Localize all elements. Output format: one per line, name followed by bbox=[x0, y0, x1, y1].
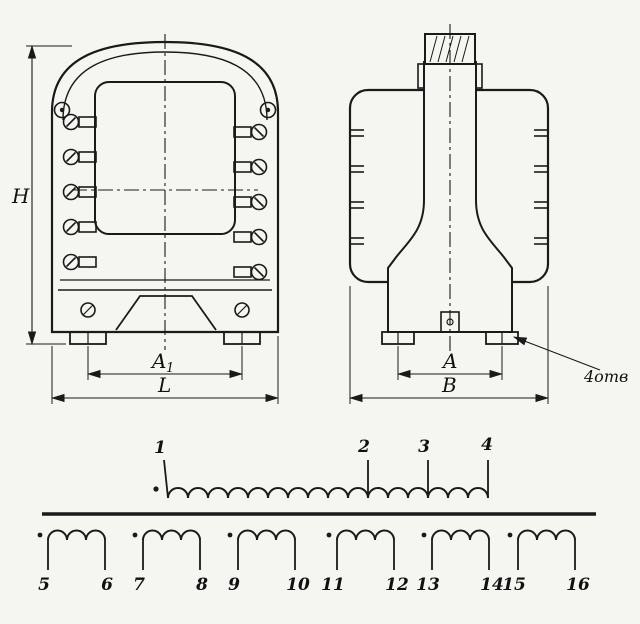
terminal-pin bbox=[62, 113, 97, 131]
pin-mark bbox=[350, 201, 365, 209]
dimension-l-label: L bbox=[157, 373, 171, 397]
terminal-pin bbox=[233, 193, 268, 211]
secondary-terminal-label: 14 bbox=[480, 575, 504, 595]
screw-slot-left bbox=[82, 304, 94, 316]
primary-terminal-label: 4 bbox=[481, 435, 493, 455]
dimension-a1-subscript: 1 bbox=[166, 361, 174, 376]
secondary-terminal-label: 16 bbox=[566, 575, 590, 595]
phase-dot bbox=[153, 486, 159, 492]
secondary-coil bbox=[506, 529, 576, 571]
terminal-pin bbox=[62, 148, 97, 166]
winding-schematic: 1 2 3 4 5 6 7 8 9 10 11 12 13 14 15 16 bbox=[36, 435, 596, 595]
bracket-screw-left bbox=[80, 302, 96, 318]
dimension-a1-label: A bbox=[150, 349, 166, 373]
dimension-h-label: H bbox=[11, 184, 30, 208]
secondary-terminal-label: 11 bbox=[321, 575, 345, 595]
primary-terminal-label: 2 bbox=[357, 437, 370, 457]
strap-eyelet-right bbox=[259, 101, 277, 119]
pin-mark bbox=[350, 237, 365, 245]
side-view: A B 4отв bbox=[348, 24, 628, 404]
dimension-b-label: B bbox=[441, 373, 457, 397]
dimension-h: H bbox=[11, 44, 72, 346]
secondary-coil bbox=[325, 529, 395, 571]
primary-terminal-label: 1 bbox=[154, 438, 166, 458]
terminal-pin bbox=[62, 253, 97, 271]
strap-rivet-right bbox=[265, 107, 271, 113]
primary-winding: 1 2 3 4 bbox=[153, 435, 493, 499]
holes-annotation: 4отв bbox=[512, 336, 628, 386]
terminal-pin bbox=[233, 228, 268, 246]
holes-note-label: 4отв bbox=[583, 367, 628, 386]
secondary-terminal-label: 10 bbox=[286, 575, 310, 595]
strap-rivet-left bbox=[59, 107, 65, 113]
front-view: H A 1 L bbox=[11, 34, 280, 404]
terminal-pins-left bbox=[62, 113, 97, 271]
strap-inner-line bbox=[62, 51, 268, 121]
pin-mark bbox=[533, 237, 548, 245]
secondary-coil bbox=[420, 529, 490, 571]
primary-coil bbox=[167, 487, 489, 499]
terminal-lead-1 bbox=[163, 459, 169, 499]
dimension-a: A bbox=[396, 346, 504, 380]
secondary-terminal-label: 13 bbox=[416, 575, 440, 595]
pin-mark bbox=[350, 129, 365, 137]
primary-terminal-label: 3 bbox=[418, 437, 430, 457]
secondary-terminal-label: 6 bbox=[101, 575, 113, 595]
bracket-screw-right bbox=[234, 302, 250, 318]
pin-mark bbox=[533, 129, 548, 137]
bracket-trapezoid bbox=[115, 295, 217, 331]
secondary-terminal-label: 12 bbox=[385, 575, 409, 595]
secondary-terminal-label: 15 bbox=[502, 575, 526, 595]
pin-mark bbox=[533, 165, 548, 173]
secondary-terminal-label: 9 bbox=[228, 575, 240, 595]
terminal-pin bbox=[62, 218, 97, 236]
pin-mark bbox=[533, 201, 548, 209]
terminal-pin bbox=[233, 123, 268, 141]
pin-marks-right bbox=[533, 129, 548, 245]
secondary-coil bbox=[36, 529, 106, 571]
secondary-terminal-label: 8 bbox=[195, 575, 208, 595]
dimension-l: L bbox=[50, 336, 280, 404]
dimension-a-label: A bbox=[441, 349, 457, 373]
leader-line bbox=[512, 336, 601, 371]
secondary-terminal-label: 5 bbox=[38, 575, 50, 595]
screw-slot-right bbox=[236, 304, 248, 316]
dimension-b: B bbox=[348, 286, 550, 404]
clamp-hatching bbox=[429, 35, 470, 63]
pin-marks-left bbox=[350, 129, 365, 245]
pin-mark bbox=[350, 165, 365, 173]
dimension-a1: A 1 bbox=[86, 346, 244, 380]
secondary-terminal-label: 7 bbox=[133, 575, 145, 595]
terminal-pin bbox=[233, 158, 268, 176]
terminal-pin bbox=[62, 183, 97, 201]
secondary-coil bbox=[131, 529, 201, 571]
terminal-pins-right bbox=[233, 123, 268, 281]
strap-eyelet-left bbox=[53, 101, 71, 119]
secondary-coil bbox=[226, 529, 296, 571]
terminal-pin bbox=[233, 263, 268, 281]
secondary-windings: 5 6 7 8 9 10 11 12 13 14 15 16 bbox=[36, 529, 590, 595]
